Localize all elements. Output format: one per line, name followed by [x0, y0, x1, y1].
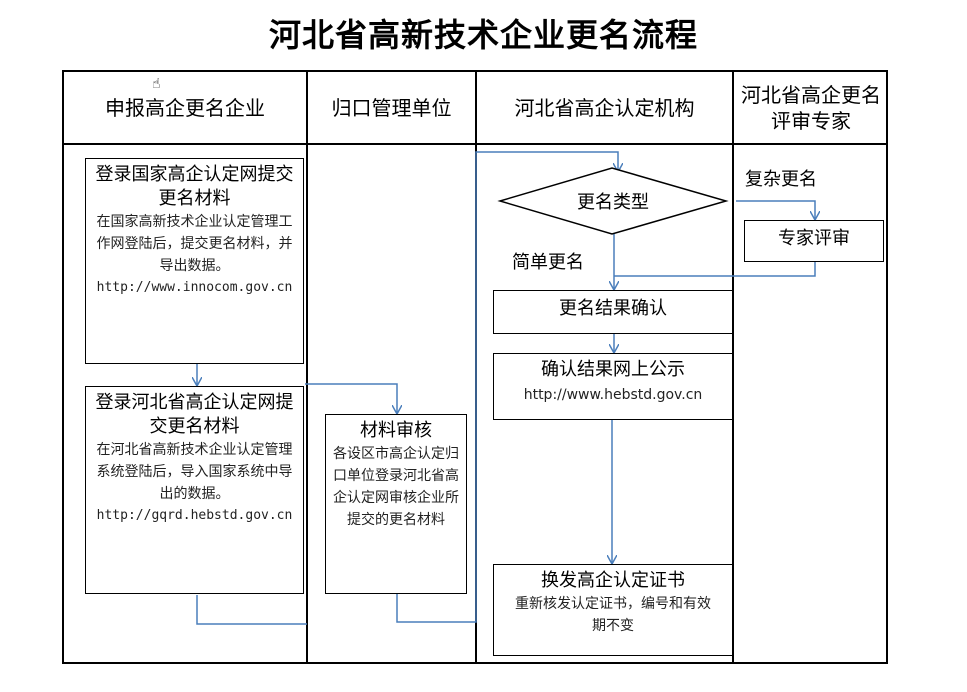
expert-review-heading: 专家评审 — [778, 228, 850, 249]
company-step1-heading: 登录国家高企认定网提交更名材料 — [95, 164, 294, 209]
authority-review-box: 材料审核 各设区市高企认定归口单位登录河北省高企认定网审核企业所提交的更名材料 — [325, 414, 467, 594]
agency-confirm-box: 更名结果确认 — [493, 290, 733, 334]
agency-publish-heading: 确认结果网上公示 — [541, 359, 685, 380]
authority-review-desc: 各设区市高企认定归口单位登录河北省高企认定网审核企业所提交的更名材料 — [333, 446, 459, 528]
simple-rename-label: 简单更名 — [512, 252, 584, 273]
company-step2-box: 登录河北省高企认定网提交更名材料 在河北省高新技术企业认定管理系统登陆后，导入国… — [85, 386, 304, 594]
agency-publish-box: 确认结果网上公示 http://www.hebstd.gov.cn — [493, 353, 733, 420]
lane-divider — [732, 70, 734, 664]
agency-confirm-heading: 更名结果确认 — [559, 298, 667, 319]
lane-header-company: 申报高企更名企业 — [105, 95, 265, 120]
agency-certificate-box: 换发高企认定证书 重新核发认定证书，编号和有效期不变 — [493, 564, 733, 656]
lane-divider — [306, 70, 308, 664]
arrow-step2-to-review — [305, 383, 397, 414]
lane-header-agency: 河北省高企认定机构 — [514, 95, 695, 120]
expert-review-box: 专家评审 — [744, 220, 884, 262]
company-step2-url[interactable]: http://gqrd.hebstd.gov.cn — [96, 508, 293, 523]
decision-label: 更名类型 — [577, 192, 649, 213]
arrow-expert-back — [614, 262, 816, 277]
agency-certificate-heading: 换发高企认定证书 — [541, 570, 685, 591]
lane-header-experts: 河北省高企更名评审专家 — [741, 82, 881, 133]
decision-diamond — [497, 167, 729, 235]
arrow-decision-to-expert — [736, 200, 815, 220]
authority-review-heading: 材料审核 — [360, 420, 432, 441]
hand-cursor-icon: ☝ — [152, 76, 161, 92]
company-step2-desc: 在河北省高新技术企业认定管理系统登陆后，导入国家系统中导出的数据。 — [96, 442, 293, 502]
company-step1-box: 登录国家高企认定网提交更名材料 在国家高新技术企业认定管理工作网登陆后，提交更名… — [85, 158, 304, 364]
agency-certificate-desc: 重新核发认定证书，编号和有效期不变 — [515, 596, 711, 634]
complex-rename-label: 复杂更名 — [745, 169, 817, 190]
company-step2-heading: 登录河北省高企认定网提交更名材料 — [95, 392, 294, 437]
arrow-review-to-decision — [396, 151, 618, 623]
company-step1-desc: 在国家高新技术企业认定管理工作网登陆后，提交更名材料，并导出数据。 — [96, 214, 293, 274]
lane-header-authority: 归口管理单位 — [331, 95, 452, 120]
agency-publish-url[interactable]: http://www.hebstd.gov.cn — [523, 387, 703, 403]
arrow-step2-loop — [196, 595, 307, 625]
page-title: 河北省高新技术企业更名流程 — [268, 16, 698, 54]
company-step1-url[interactable]: http://www.innocom.gov.cn — [96, 280, 293, 295]
header-divider — [62, 143, 888, 145]
